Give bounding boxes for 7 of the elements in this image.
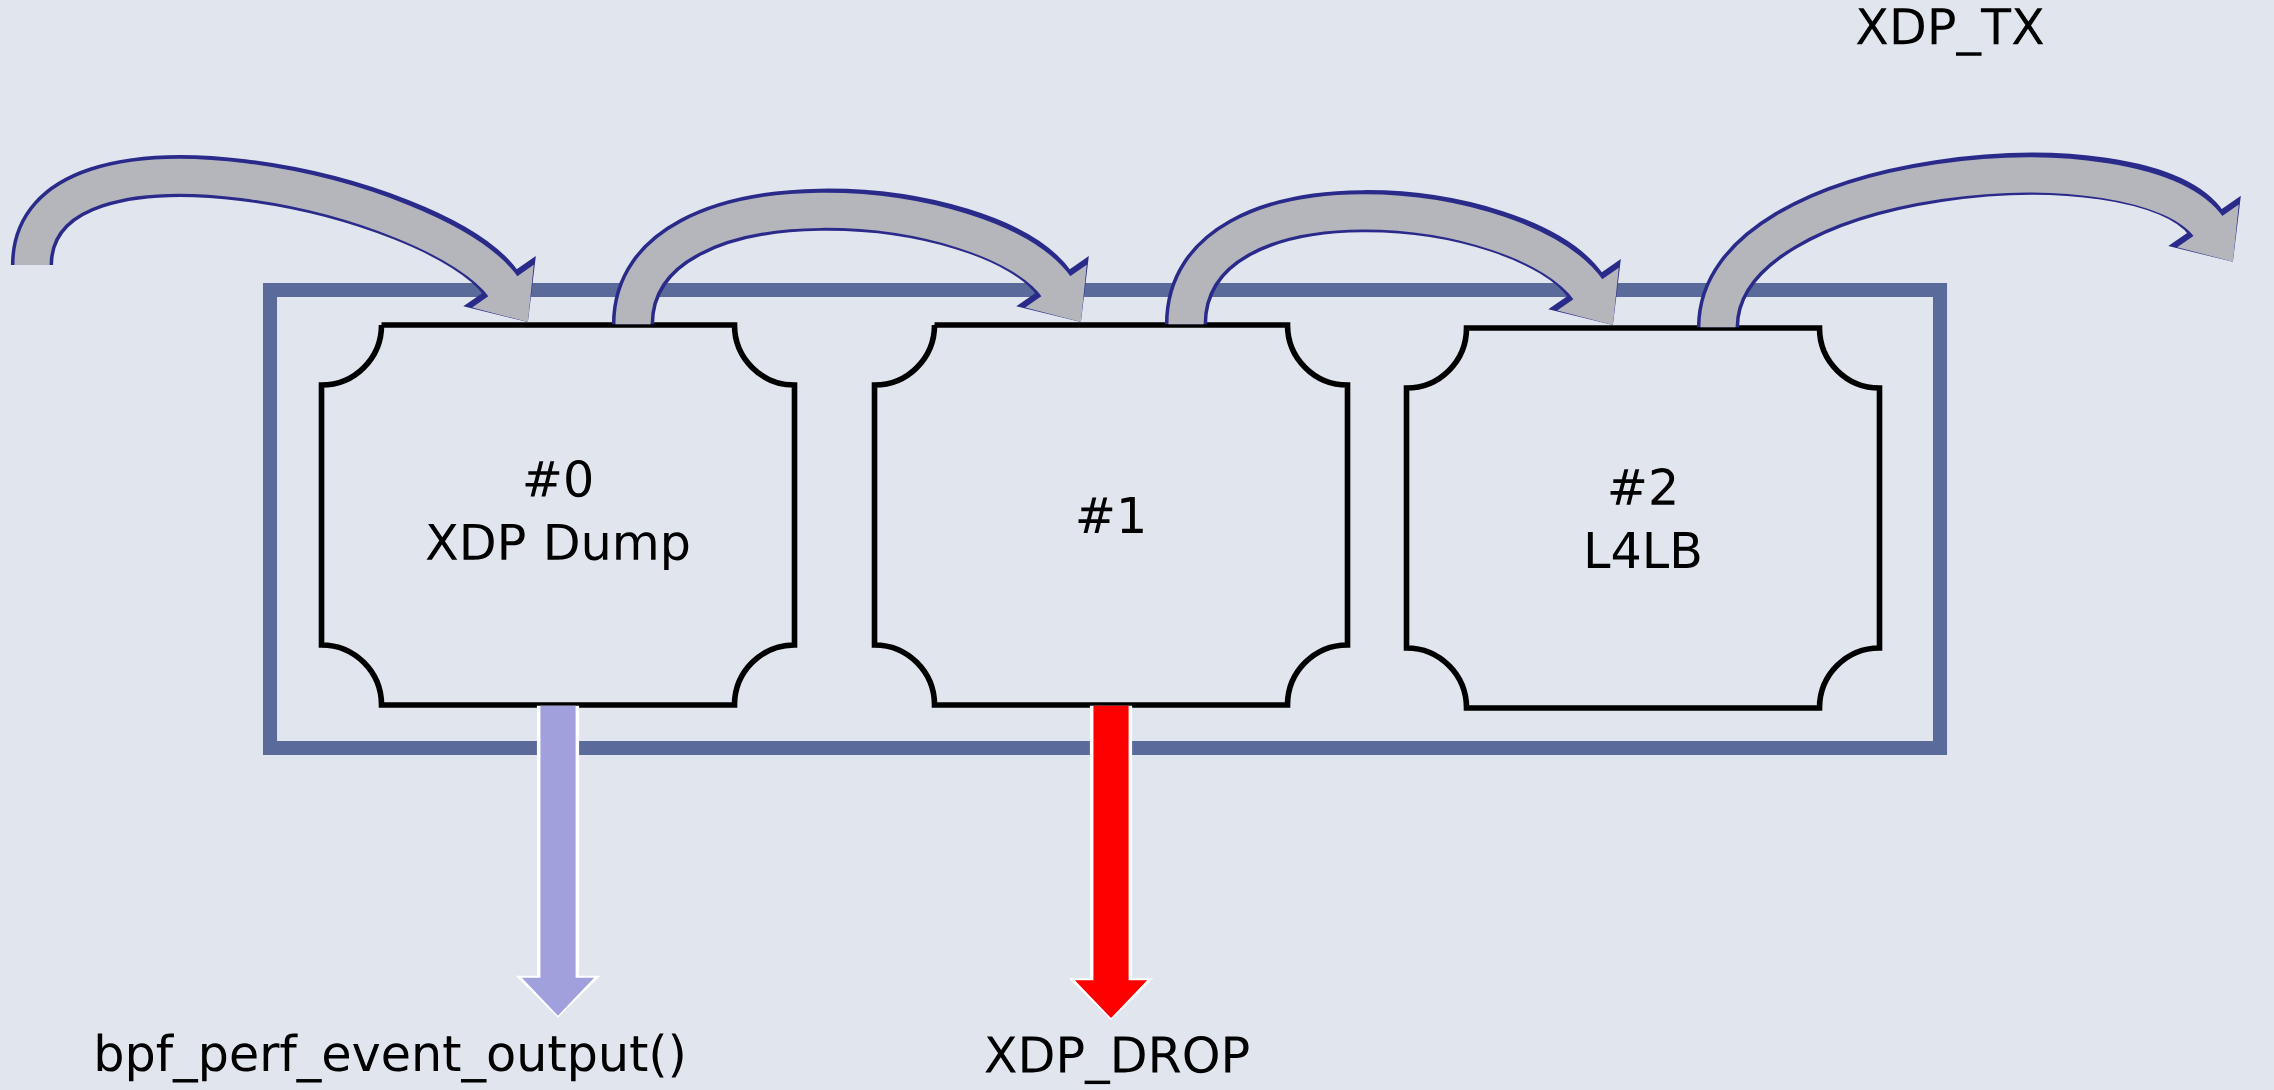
- program-box: #1: [871, 322, 1351, 708]
- output-label: bpf_perf_event_output(): [97, 1033, 683, 1083]
- output-label: XDP_DROP: [985, 1035, 1249, 1085]
- outer-box: [263, 282, 1948, 756]
- program-box: #0 XDP Dump: [318, 322, 798, 708]
- outcome-label: XDP_TX: [1856, 8, 2044, 56]
- program-box: #2 L4LB: [1403, 325, 1883, 711]
